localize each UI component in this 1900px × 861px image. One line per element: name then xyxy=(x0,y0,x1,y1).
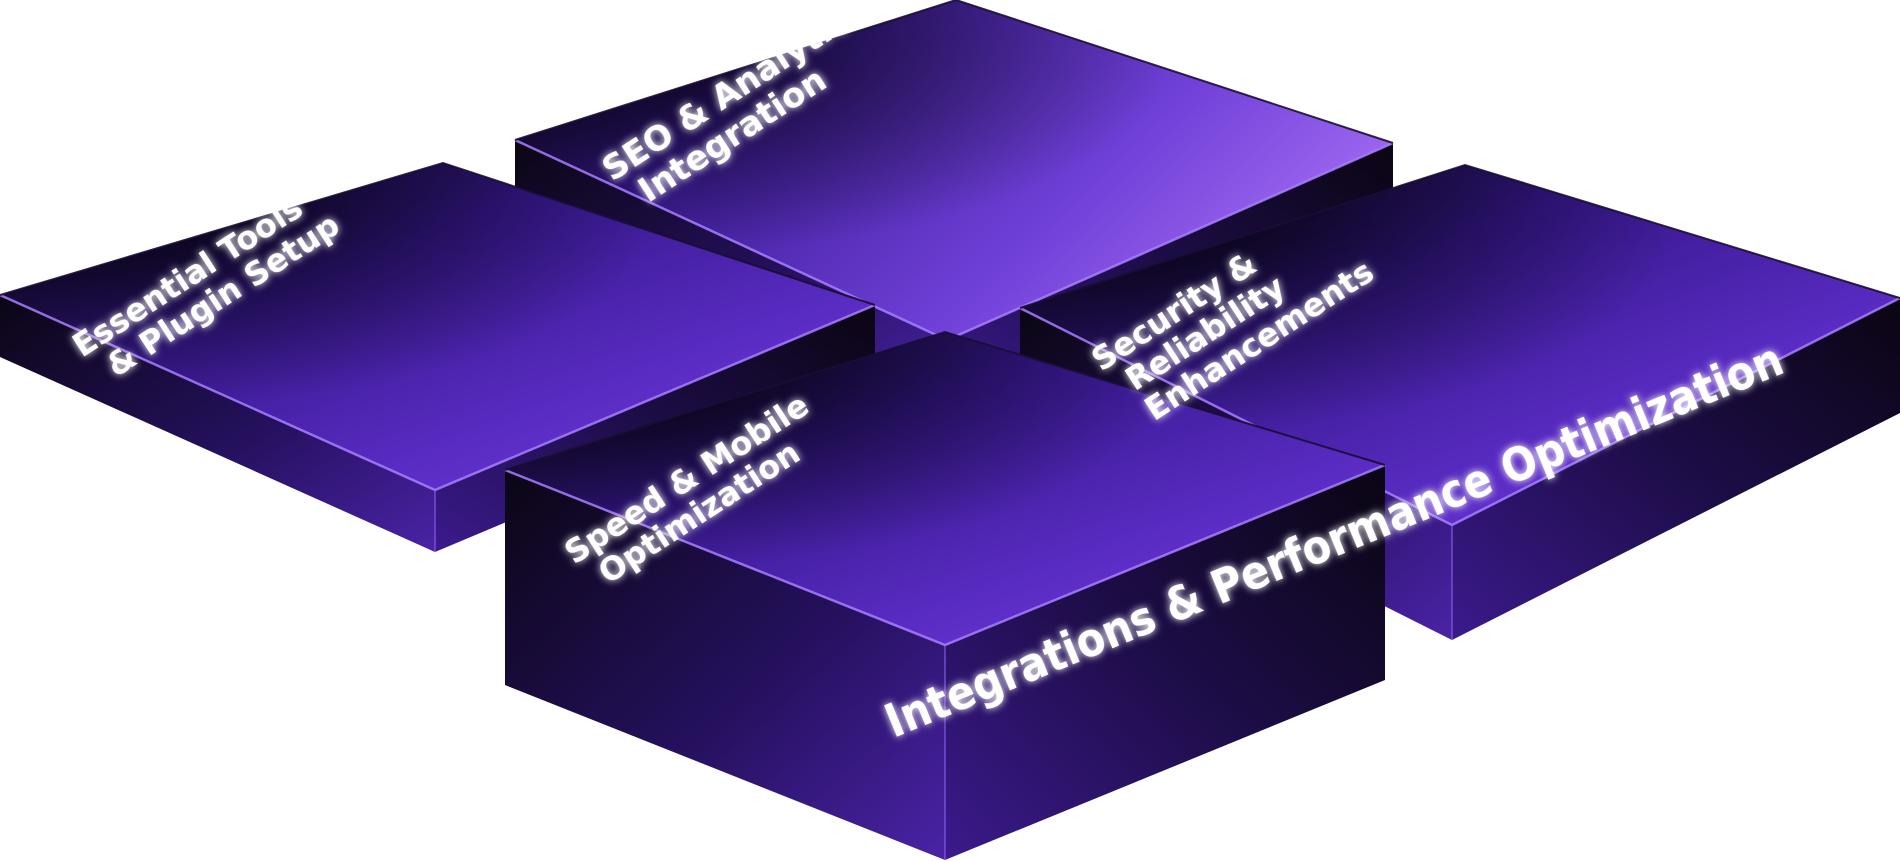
tile-right-face xyxy=(1452,298,1900,640)
tile-back-edge xyxy=(0,161,876,306)
tile-right-face xyxy=(945,465,1385,860)
tile-left-face xyxy=(505,470,945,860)
tile-top-shadow xyxy=(0,163,875,490)
tile-back-edge xyxy=(514,0,1394,144)
tile-speed xyxy=(504,330,1386,860)
tile-left-face xyxy=(0,295,435,552)
tile-back-edge xyxy=(504,330,1386,471)
tile-back-edge xyxy=(1019,163,1900,309)
tile-top-shadow xyxy=(505,332,1385,645)
tile-top-shadow xyxy=(1020,165,1900,525)
tile-top-shadow xyxy=(515,0,1393,340)
